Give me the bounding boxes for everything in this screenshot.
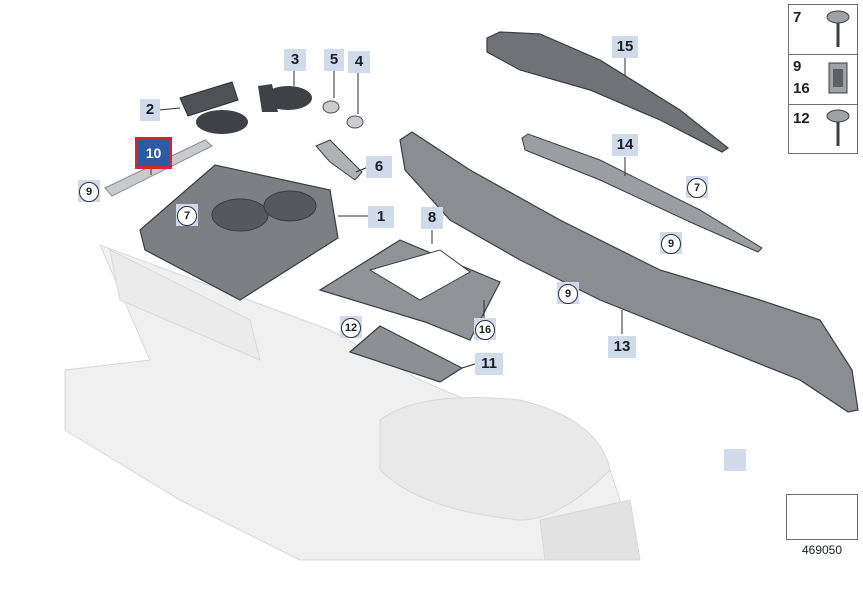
empty-callout	[724, 449, 746, 471]
callout-9-c[interactable]: 9	[557, 282, 579, 304]
legend-label-9: 9	[793, 58, 802, 75]
legend-row-9-16[interactable]: 9 16	[789, 54, 857, 105]
cupholder-1[interactable]	[139, 164, 339, 301]
legend-row-12[interactable]: 12	[789, 104, 857, 153]
tray-2[interactable]	[179, 81, 239, 117]
callout-7-a[interactable]: 7	[176, 204, 198, 226]
cap-4[interactable]	[346, 115, 364, 129]
callout-14[interactable]: 14	[612, 134, 638, 156]
callout-7-b[interactable]: 7	[686, 176, 708, 198]
mats-3[interactable]	[196, 84, 312, 134]
screw-icon	[826, 109, 850, 146]
callout-16-label: 16	[475, 320, 495, 340]
cap-5[interactable]	[322, 100, 340, 114]
trim-strip-15[interactable]	[486, 31, 730, 153]
callout-8[interactable]: 8	[421, 207, 443, 229]
screw-icon	[826, 10, 850, 47]
reference-box	[786, 494, 858, 540]
callout-7-a-label: 7	[177, 206, 197, 226]
callout-10[interactable]: 10	[135, 137, 172, 169]
legend-label-7: 7	[793, 9, 802, 26]
trim-strip-14[interactable]	[521, 133, 763, 253]
diagram-id-number: 469050	[801, 543, 843, 557]
legend-label-12: 12	[793, 110, 810, 127]
socket-6[interactable]	[315, 139, 363, 181]
callout-16[interactable]: 16	[474, 318, 496, 340]
callout-9-c-label: 9	[558, 284, 578, 304]
callout-2[interactable]: 2	[140, 99, 160, 121]
callout-5[interactable]: 5	[324, 49, 344, 71]
callout-11[interactable]: 11	[475, 353, 503, 375]
center-console-ghost	[64, 244, 641, 561]
callout-9-b-label: 9	[661, 234, 681, 254]
callout-6[interactable]: 6	[366, 156, 392, 178]
callout-9-a-label: 9	[79, 182, 99, 202]
callout-7-b-label: 7	[687, 178, 707, 198]
callout-1[interactable]: 1	[368, 206, 394, 228]
callout-4[interactable]: 4	[348, 51, 370, 73]
legend-row-7[interactable]: 7	[789, 5, 857, 55]
callout-15[interactable]: 15	[612, 36, 638, 58]
callout-9-b[interactable]: 9	[660, 232, 682, 254]
clip-nut-icon	[828, 62, 848, 94]
callout-9-a[interactable]: 9	[78, 180, 100, 202]
callout-13[interactable]: 13	[608, 336, 636, 358]
callout-12[interactable]: 12	[340, 316, 362, 338]
callout-3[interactable]: 3	[284, 49, 306, 71]
callout-12-label: 12	[341, 318, 361, 338]
legend-label-16: 16	[793, 80, 810, 97]
fastener-legend: 7 9 16 12	[788, 4, 858, 154]
trim-panel-13[interactable]	[399, 131, 859, 413]
